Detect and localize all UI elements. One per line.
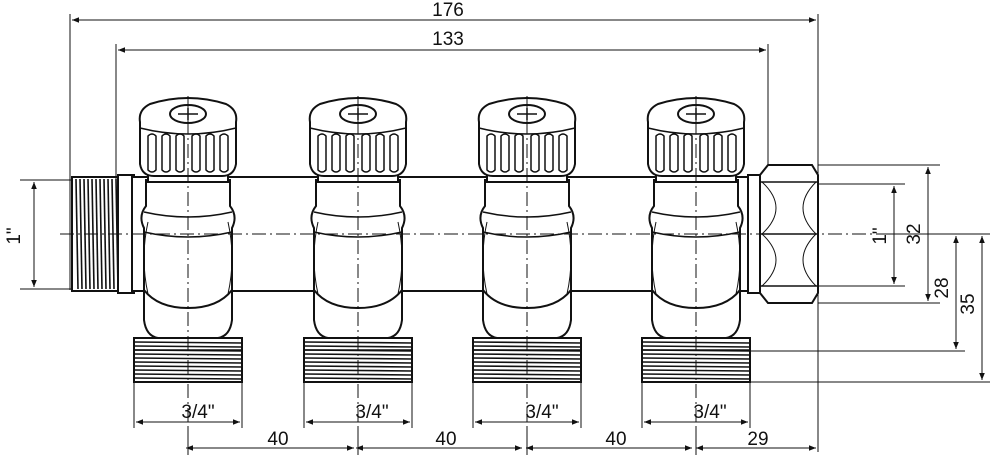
dim-label-176: 176: [432, 0, 464, 21]
dim-left-inlet: [20, 179, 72, 290]
dim-center-to-end: [750, 236, 990, 383]
dim-label-133: 133: [432, 29, 464, 50]
outlet-valve-3: [472, 96, 582, 430]
dim-outlet-thread-3: [472, 382, 582, 455]
outlet-valve-1: [133, 96, 243, 430]
dim-right-inlet: [818, 183, 905, 287]
dim-label-end-offset: 29: [747, 429, 768, 450]
dim-label-pitch-3: 40: [605, 429, 626, 450]
dim-label-pitch-2: 40: [435, 429, 456, 450]
dim-label-outlet-3: 3/4": [525, 402, 558, 423]
dim-label-outlet-2: 3/4": [355, 402, 388, 423]
dim-overall-length: [69, 14, 819, 452]
dim-label-left-1inch: 1": [4, 227, 25, 244]
dim-label-35: 35: [958, 293, 979, 314]
outlet-valve-2: [303, 96, 413, 430]
dim-label-28: 28: [932, 277, 953, 298]
dim-label-right-1inch: 1": [870, 227, 891, 244]
dim-label-pitch-1: 40: [267, 429, 288, 450]
dim-outlet-thread-1: [133, 382, 243, 455]
dim-label-outlet-1: 3/4": [181, 402, 214, 423]
dim-label-outlet-4: 3/4": [693, 402, 726, 423]
dim-port-span: [115, 44, 769, 180]
dim-center-to-face: [750, 233, 990, 352]
outlet-valve-4: [641, 96, 751, 430]
